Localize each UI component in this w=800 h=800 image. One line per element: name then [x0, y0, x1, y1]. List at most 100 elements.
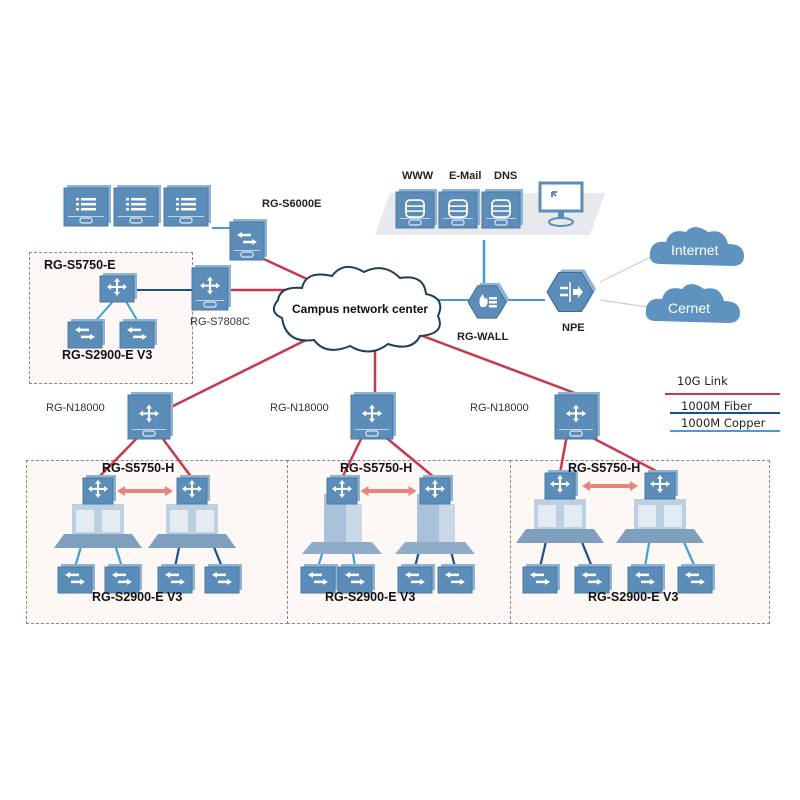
link-n18000-s5750h-left	[558, 434, 569, 474]
router-cross-icon	[182, 479, 202, 498]
server-3[interactable]	[163, 185, 211, 227]
router-cross-icon	[650, 474, 670, 493]
n18000-router-1[interactable]	[127, 392, 173, 440]
s5750h-switch-2-2[interactable]	[419, 475, 453, 505]
service-label-email: E-Mail	[449, 170, 482, 182]
s2900-label-3: RG-S2900-E V3	[588, 590, 679, 604]
s2900-access-switch-2-3[interactable]	[397, 564, 435, 594]
management-monitor-icon[interactable]	[538, 181, 584, 227]
server-list-icon	[176, 197, 196, 211]
s5750h-label-1: RG-S5750-H	[102, 461, 175, 475]
s2900-access-switch-3-3[interactable]	[627, 564, 665, 594]
s2900-access-switch-1-4[interactable]	[204, 564, 242, 594]
s2900-access-switch-3-1[interactable]	[522, 564, 560, 594]
s7808c-label: RG-S7808C	[190, 316, 250, 328]
campus-network-center-cloud[interactable]	[272, 265, 442, 353]
server-1[interactable]	[63, 185, 111, 227]
switch-arrows-icon	[530, 571, 550, 585]
s5750h-switch-3-2[interactable]	[644, 470, 678, 500]
office-building-icon	[302, 494, 382, 554]
s5750h-switch-3-1[interactable]	[544, 470, 578, 500]
switch-arrows-icon	[582, 571, 602, 585]
switch-arrows-icon	[685, 571, 705, 585]
cernet-label: Cernet	[668, 300, 711, 316]
switch-arrows-icon	[445, 571, 465, 585]
s6000e-switch[interactable]	[229, 219, 267, 261]
link-core-n18000-3	[419, 333, 581, 397]
switch-arrows-icon	[75, 326, 95, 340]
database-icon	[448, 199, 468, 219]
n18000-router-3[interactable]	[554, 392, 600, 440]
switch-arrows-icon	[635, 571, 655, 585]
router-cross-icon	[332, 479, 352, 498]
s2900-access-switch-2-2[interactable]	[337, 564, 375, 594]
s2900-access-switch-1-3[interactable]	[157, 564, 195, 594]
npe-label: NPE	[562, 322, 585, 334]
link-n18000-s5750h-right	[586, 433, 661, 475]
education-building-icon	[616, 499, 704, 543]
s2900-access-switch-3-2[interactable]	[574, 564, 612, 594]
link-npe-cernet	[599, 299, 656, 309]
s2900-top-left-a[interactable]	[67, 319, 105, 349]
education-building-icon	[148, 504, 236, 548]
router-cross-icon	[88, 479, 108, 498]
server-www[interactable]	[395, 189, 437, 229]
legend-label-10g: 10G Link	[677, 374, 728, 388]
server-list-icon	[126, 197, 146, 211]
s5750h-switch-2-1[interactable]	[326, 475, 360, 505]
core-cloud-label: Campus network center	[292, 302, 429, 316]
top-left-s2900-label: RG-S2900-E V3	[62, 348, 153, 362]
rg-wall-firewall[interactable]	[467, 282, 509, 319]
legend-label-fiber: 1000M Fiber	[681, 399, 752, 413]
legend-label-copper: 1000M Copper	[681, 416, 766, 430]
service-label-www: WWW	[402, 170, 434, 182]
link-npe-internet	[599, 254, 656, 283]
server-e-mail[interactable]	[438, 189, 480, 229]
education-building-icon	[516, 499, 604, 543]
office-building-icon	[395, 494, 475, 554]
router-cross-icon	[362, 404, 382, 423]
link-n18000-s5750h-right	[382, 434, 436, 479]
server-dns[interactable]	[481, 189, 523, 229]
server-2[interactable]	[113, 185, 161, 227]
link-core-n18000-1	[164, 336, 311, 412]
router-cross-icon	[200, 276, 220, 295]
switch-arrows-icon	[212, 571, 232, 585]
s5750h-label-2: RG-S5750-H	[340, 461, 413, 475]
service-label-dns: DNS	[494, 170, 518, 182]
s2900-access-switch-1-2[interactable]	[104, 564, 142, 594]
s7808c-router[interactable]	[191, 265, 231, 311]
s5750h-switch-1-1[interactable]	[82, 475, 116, 505]
s2900-access-switch-3-4[interactable]	[677, 564, 715, 594]
s2900-label-1: RG-S2900-E V3	[92, 590, 183, 604]
router-cross-icon	[566, 404, 586, 423]
firewall-flame-icon	[479, 294, 497, 308]
cernet-cloud[interactable]	[645, 284, 740, 323]
router-cross-icon	[550, 474, 570, 493]
link-n18000-s5750h-left	[97, 434, 141, 479]
s5750e-switch[interactable]	[99, 273, 137, 303]
s2900-top-left-b[interactable]	[119, 319, 157, 349]
internet-cloud[interactable]	[649, 227, 744, 266]
link-n18000-s5750h-left	[340, 434, 365, 479]
firewall-label: RG-WALL	[457, 331, 509, 343]
stacking-arrow-icon	[582, 481, 638, 491]
switch-arrows-icon	[345, 571, 365, 585]
education-building-icon	[54, 504, 142, 548]
s2900-label-2: RG-S2900-E V3	[325, 590, 416, 604]
npe-router[interactable]	[546, 269, 596, 313]
n18000-label-1: RG-N18000	[46, 402, 105, 414]
s2900-access-switch-2-4[interactable]	[437, 564, 475, 594]
s5750e-label: RG-S5750-E	[44, 258, 116, 272]
switch-arrows-icon	[165, 571, 185, 585]
s5750h-switch-1-2[interactable]	[176, 475, 210, 505]
s2900-access-switch-1-1[interactable]	[57, 564, 95, 594]
s2900-access-switch-2-1[interactable]	[300, 564, 338, 594]
switch-arrows-icon	[112, 571, 132, 585]
stacking-arrow-icon	[360, 486, 417, 496]
switch-arrows-icon	[127, 326, 147, 340]
s5750h-label-3: RG-S5750-H	[568, 461, 641, 475]
n18000-router-2[interactable]	[350, 392, 396, 440]
